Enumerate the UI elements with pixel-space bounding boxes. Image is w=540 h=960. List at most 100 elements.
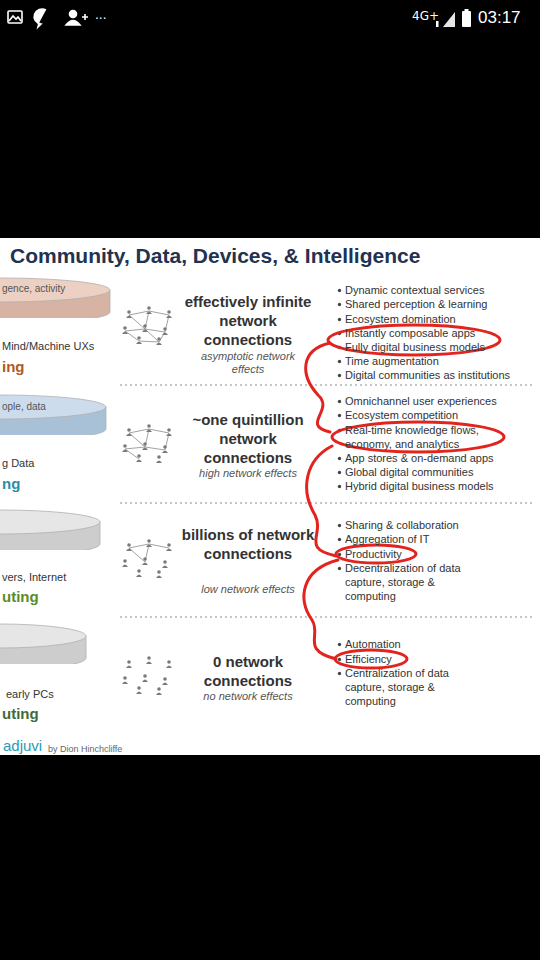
person-body — [142, 330, 148, 333]
bullet-item: Dynamic contextual services — [345, 283, 484, 297]
bullet-dot — [338, 485, 341, 488]
person-head — [127, 310, 131, 314]
person-head — [137, 336, 141, 340]
person-body — [142, 448, 148, 451]
disc-top — [0, 510, 100, 534]
layer-text: ople, data — [2, 401, 46, 412]
person-body — [142, 680, 148, 683]
network-effect: no network effects — [188, 690, 308, 703]
network-heading: effectively infinite network connections — [181, 292, 315, 349]
disc-top — [0, 624, 86, 648]
network-icon — [122, 306, 172, 345]
network-icons — [122, 306, 172, 695]
bullet-dot — [338, 400, 341, 403]
bullet-item: Time augmentation — [345, 354, 439, 368]
person-body — [126, 316, 132, 319]
person-head — [127, 543, 131, 547]
person-body — [162, 451, 168, 454]
signal-battery — [436, 9, 471, 27]
diagram-title: Community, Data, Devices, & Intelligence — [10, 244, 420, 268]
person-head — [147, 424, 151, 428]
status-text: 4G+ — [412, 9, 439, 23]
person-head — [163, 560, 167, 564]
bullet-dot — [338, 360, 341, 363]
person-head — [167, 660, 171, 664]
bullet-dot — [338, 457, 341, 460]
disc-shape — [0, 622, 122, 664]
bullet-item: Automation — [345, 637, 401, 651]
network-icon — [122, 539, 172, 578]
network-icon — [122, 656, 172, 695]
layer-text: gence, activity — [2, 283, 65, 294]
network-effect: low network effects — [188, 583, 308, 596]
person-head — [147, 656, 151, 660]
funnel-layer: ople, datag Datang — [0, 393, 122, 495]
person-head — [163, 445, 167, 449]
person-head — [147, 306, 151, 310]
person-body — [156, 693, 162, 696]
bullet-dot — [338, 538, 341, 541]
network-link — [125, 449, 139, 459]
bullet-dot — [338, 658, 341, 661]
person-head — [163, 677, 167, 681]
funnel-layer: vers, Internet uting — [0, 508, 122, 608]
layer-text: early PCs — [6, 688, 54, 700]
bullet-item: Aggregation of IT — [345, 532, 429, 546]
person-body — [166, 549, 172, 552]
person-body — [122, 450, 128, 453]
bullet-item: Productivity — [345, 547, 402, 561]
byline: by Dion Hinchcliffe — [48, 744, 122, 754]
person-body — [146, 312, 152, 315]
network-link — [125, 329, 145, 331]
person-head — [123, 326, 127, 330]
layer-text: vers, Internet — [2, 571, 66, 583]
person-head — [167, 310, 171, 314]
person-head — [163, 327, 167, 331]
bullet-dot — [338, 414, 341, 417]
person-head — [143, 324, 147, 328]
bullet-dot — [338, 303, 341, 306]
bullet-item: Decentralization of data capture, storag… — [345, 561, 463, 603]
bullet-dot — [338, 643, 341, 646]
bullet-item: Ecosystem competition — [345, 408, 458, 422]
person-body — [126, 666, 132, 669]
person-head — [137, 454, 141, 458]
person-head — [127, 660, 131, 664]
disc-top — [0, 395, 106, 419]
network-link — [129, 544, 149, 548]
bullet-item: Real-time knowledge flows, economy, and … — [345, 423, 510, 451]
person-body — [156, 343, 162, 346]
person-body — [126, 434, 132, 437]
person-body — [156, 461, 162, 464]
person-head — [167, 543, 171, 547]
network-link — [139, 341, 159, 342]
person-body — [142, 563, 148, 566]
bullet-dot — [338, 374, 341, 377]
layer-name: uting — [2, 588, 39, 605]
bullet-item: Fully digital business models — [345, 340, 485, 354]
person-body — [126, 549, 132, 552]
network-link — [129, 311, 149, 315]
layer-text: Mind/Machine UXs — [2, 340, 94, 352]
bullet-dot — [338, 524, 341, 527]
person-body — [166, 316, 172, 319]
disc-shape — [0, 508, 122, 550]
person-head — [137, 569, 141, 573]
network-icon — [122, 424, 172, 463]
network-heading: 0 network connections — [181, 652, 315, 690]
person-body — [122, 682, 128, 685]
person-body — [136, 342, 142, 345]
person-body — [122, 565, 128, 568]
person-head — [137, 686, 141, 690]
bullet-item: Sharing & collaboration — [345, 518, 459, 532]
row-separators — [120, 385, 532, 617]
bullet-item: Global digital communities — [345, 465, 473, 479]
bullet-item: Ecosystem domination — [345, 312, 456, 326]
layer-name: uting — [2, 705, 39, 722]
person-head — [143, 674, 147, 678]
person-head — [123, 444, 127, 448]
bullet-item: Shared perception & learning — [345, 297, 487, 311]
logo-text: adjuvi — [3, 737, 42, 754]
network-effect: asymptotic network effects — [188, 350, 308, 376]
person-head — [143, 557, 147, 561]
